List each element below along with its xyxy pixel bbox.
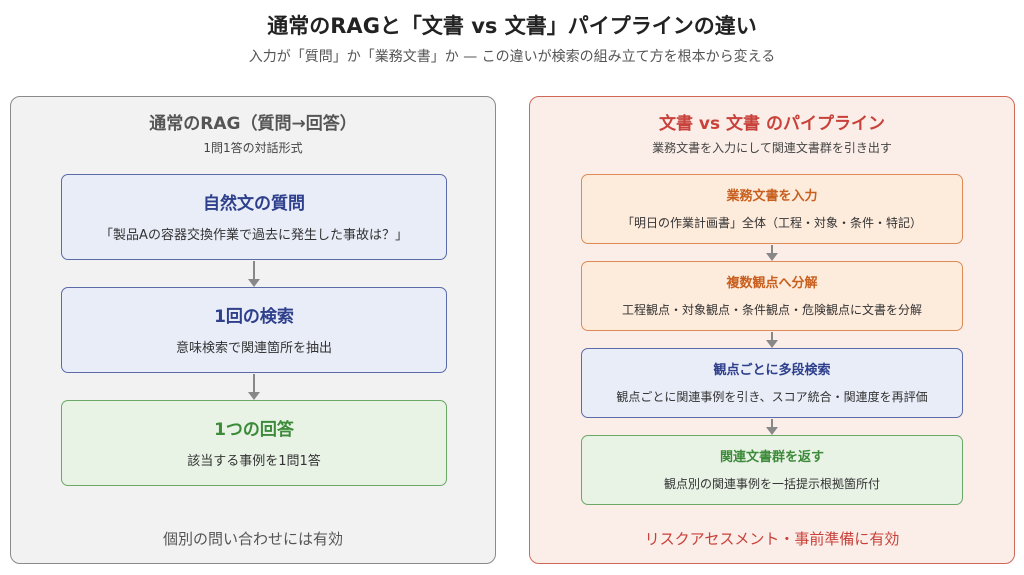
decompose-title: 複数観点へ分解 bbox=[726, 276, 818, 291]
single-answer-box: 1つの回答 該当する事例を1問1答 bbox=[61, 400, 447, 486]
standard-rag-title: 通常のRAG（質問→回答） bbox=[149, 114, 357, 134]
input-document-desc: 「明日の作業計画書」全体（工程・対象・条件・特記） bbox=[621, 216, 922, 230]
decompose-box: 複数観点へ分解 工程観点・対象観点・条件観点・危険観点に文書を分解 bbox=[581, 261, 963, 331]
natural-question-desc: 「製品Aの容器交換作業で過去に発生した事故は？」 bbox=[100, 228, 408, 243]
single-search-title: 1回の検索 bbox=[214, 307, 294, 327]
single-answer-desc: 該当する事例を1問1答 bbox=[187, 454, 321, 469]
arrow-down-icon bbox=[766, 332, 778, 348]
input-document-title: 業務文書を入力 bbox=[726, 189, 818, 204]
return-documents-box: 関連文書群を返す 観点別の関連事例を一括提示根拠箇所付 bbox=[581, 435, 963, 505]
single-search-box: 1回の検索 意味検索で関連箇所を抽出 bbox=[61, 287, 447, 373]
decompose-desc: 工程観点・対象観点・条件観点・危険観点に文書を分解 bbox=[621, 303, 922, 317]
arrow-down-icon bbox=[248, 374, 260, 400]
return-documents-title: 関連文書群を返す bbox=[719, 450, 824, 465]
multi-stage-search-box: 観点ごとに多段検索 観点ごとに関連事例を引き、スコア統合・関連度を再評価 bbox=[581, 348, 963, 418]
single-answer-title: 1つの回答 bbox=[214, 420, 294, 440]
natural-question-box: 自然文の質問 「製品Aの容器交換作業で過去に発生した事故は？」 bbox=[61, 174, 447, 260]
standard-rag-subtitle: 1問1答の対話形式 bbox=[203, 141, 303, 155]
single-search-desc: 意味検索で関連箇所を抽出 bbox=[175, 341, 332, 356]
page-subtitle: 入力が「質問」か「業務文書」か — この違いが検索の組み立て方を根本から変える bbox=[248, 49, 776, 65]
arrow-down-icon bbox=[248, 261, 260, 287]
input-document-box: 業務文書を入力 「明日の作業計画書」全体（工程・対象・条件・特記） bbox=[581, 174, 963, 244]
return-documents-desc: 観点別の関連事例を一括提示根拠箇所付 bbox=[663, 477, 880, 491]
arrow-down-icon bbox=[766, 245, 778, 261]
multi-stage-search-title: 観点ごとに多段検索 bbox=[713, 363, 831, 378]
doc-vs-doc-footer: リスクアセスメント・事前準備に有効 bbox=[644, 530, 900, 548]
doc-vs-doc-panel: 文書 vs 文書 のパイプライン 業務文書を入力にして関連文書群を引き出す 業務… bbox=[529, 96, 1015, 564]
standard-rag-footer: 個別の問い合わせには有効 bbox=[162, 530, 343, 548]
arrow-down-icon bbox=[766, 419, 778, 435]
standard-rag-panel: 通常のRAG（質問→回答） 1問1答の対話形式 自然文の質問 「製品Aの容器交換… bbox=[10, 96, 496, 564]
multi-stage-search-desc: 観点ごとに関連事例を引き、スコア統合・関連度を再評価 bbox=[616, 390, 928, 404]
doc-vs-doc-subtitle: 業務文書を入力にして関連文書群を引き出す bbox=[652, 141, 892, 155]
doc-vs-doc-title: 文書 vs 文書 のパイプライン bbox=[659, 114, 885, 134]
page-title: 通常のRAGと「文書 vs 文書」パイプラインの違い bbox=[267, 14, 757, 38]
natural-question-title: 自然文の質問 bbox=[203, 194, 305, 214]
